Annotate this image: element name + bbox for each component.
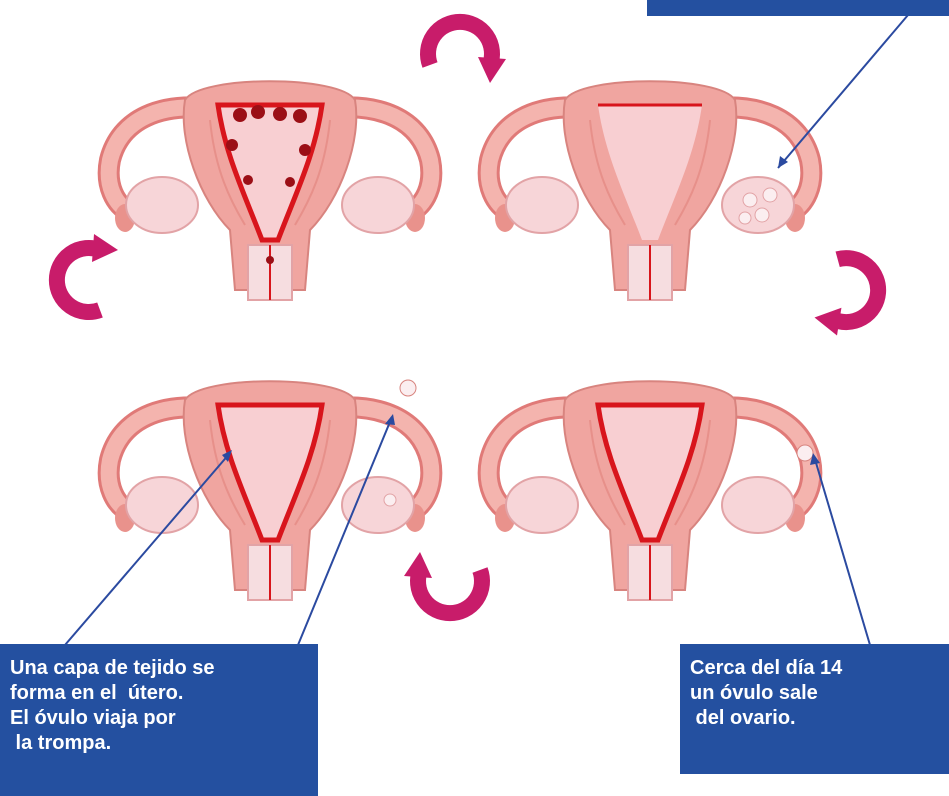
pointer-line-right [813,455,871,646]
ovum-in-tube [399,379,417,397]
callout-ovulation: Cerca del día 14 un óvulo sale del ovari… [680,644,949,774]
uterus-stage-ovulation [489,381,813,600]
pointer-arrowhead-right [810,453,820,465]
uterus-stage-lining-ovum-tube [109,380,432,600]
callout-left-line-3: El óvulo viaja por [10,707,176,729]
pointer-arrowhead-top [778,156,788,168]
cycle-arrow-top [428,22,506,83]
callout-left-line-2: forma en el útero. [10,682,184,704]
ovum-released [796,444,814,462]
pointer-line-top [777,14,909,169]
cycle-arrow-right [813,256,881,339]
cycle-arrow-bottom [404,552,482,613]
pointer-line-left-1 [64,452,231,646]
callout-left-line-1: Una capa de tejido se [10,657,215,679]
uterus-stage-follicle-growth [489,81,812,300]
callout-right-line-3: del ovario. [690,707,796,729]
pointer-line-left-2 [297,416,393,646]
callout-lining-and-tube: Una capa de tejido se forma en el útero.… [0,644,318,796]
callout-top [647,0,949,16]
pointer-arrowhead-left-2 [385,414,395,425]
uterus-stage-menstruation [109,81,432,300]
callout-right-line-1: Cerca del día 14 [690,657,843,679]
callout-left-line-4: la trompa. [10,732,112,754]
callout-right-line-2: un óvulo sale [690,682,818,704]
pointer-arrowhead-left-1 [222,450,232,462]
cycle-arrow-left [57,234,118,312]
